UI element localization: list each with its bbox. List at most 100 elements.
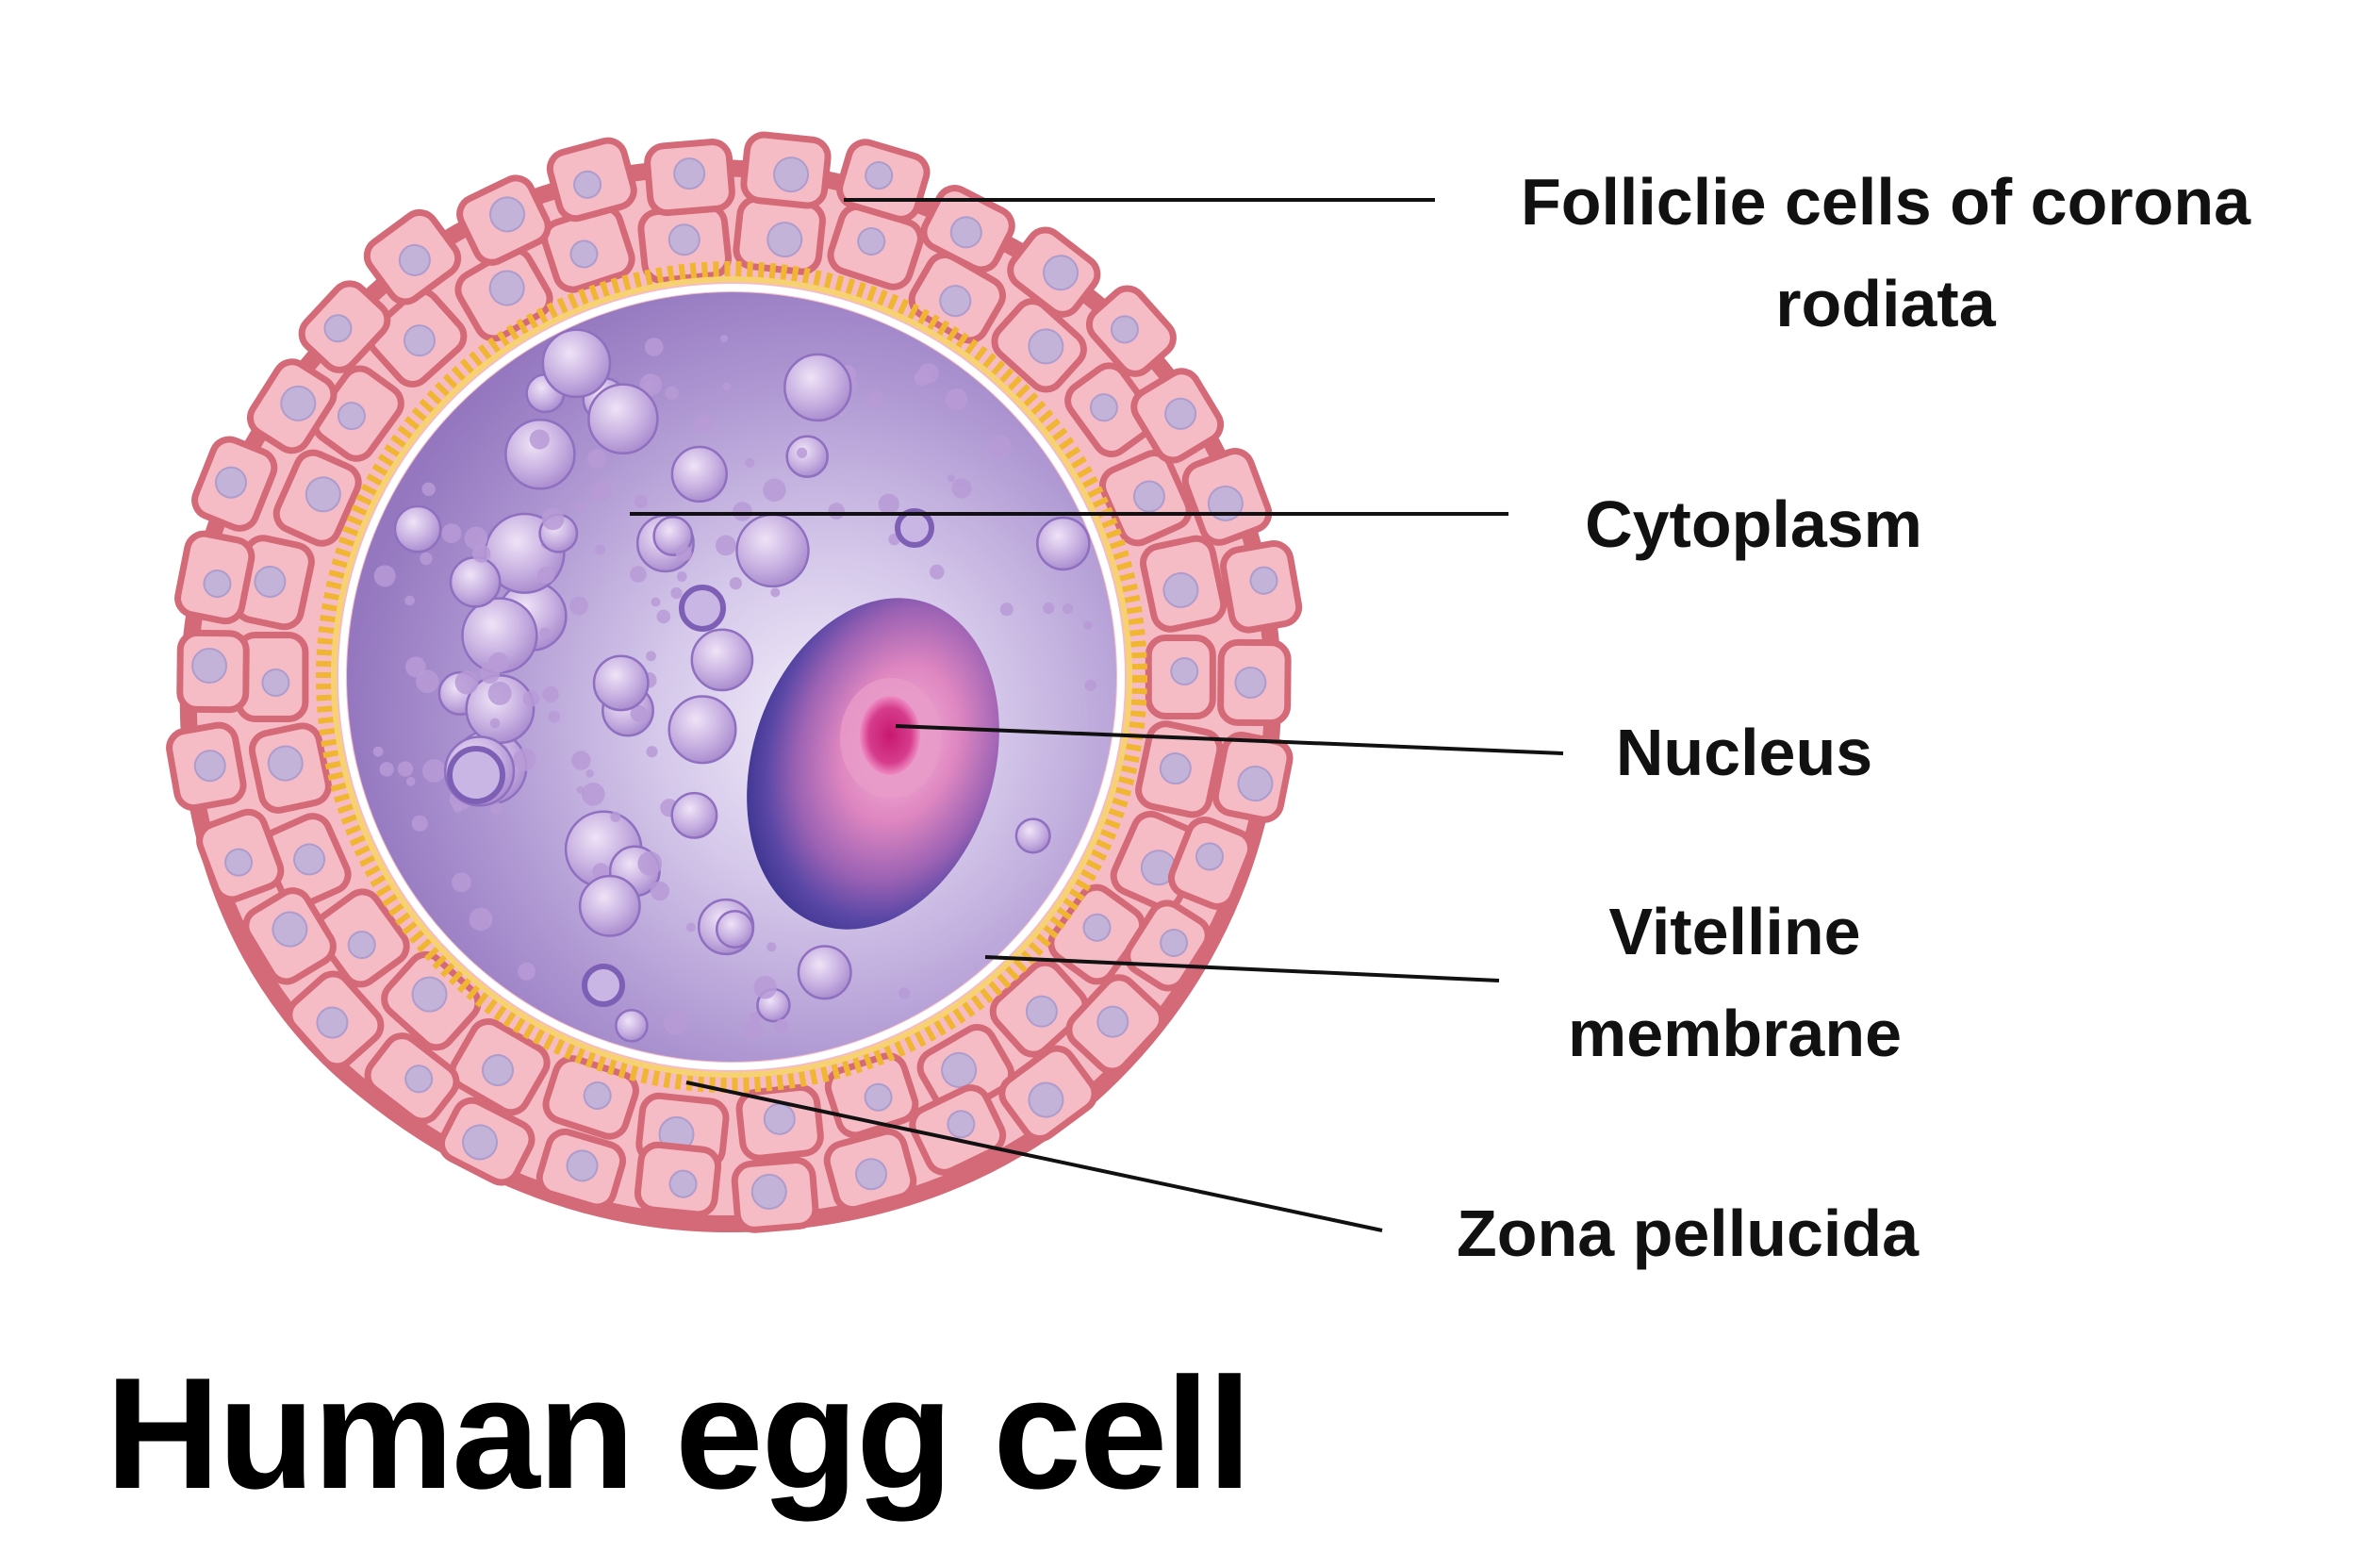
diagram-title: Human egg cell — [106, 1345, 1252, 1522]
vesicle — [518, 962, 536, 981]
vesicle — [742, 1019, 763, 1040]
vesicle — [489, 718, 501, 729]
vesicle — [453, 803, 463, 814]
label-vitelline-membrane: Vitelline membrane — [1471, 881, 1999, 1084]
vesicle — [670, 586, 683, 600]
follicle-cell-nucleus — [947, 1110, 976, 1139]
follicle-cell-nucleus — [280, 385, 317, 421]
follicle-cell — [989, 959, 1089, 1058]
zona-pellucida — [316, 261, 1147, 1093]
vesicle — [594, 544, 606, 555]
vesicle — [1063, 603, 1074, 615]
vesicle — [487, 681, 512, 705]
vesicle — [587, 383, 659, 455]
follicle-cell-nucleus — [1234, 666, 1267, 699]
vesicle — [656, 609, 671, 624]
vesicle — [420, 552, 433, 566]
follicle-cell-nucleus — [261, 668, 290, 697]
follicle-cell-nucleus — [1237, 766, 1274, 802]
follicle-cell — [644, 139, 735, 217]
follicle-cell-nucleus — [949, 216, 982, 249]
vesicle — [542, 685, 559, 703]
cytoplasm-vesicles — [372, 328, 1096, 1043]
follicle-cell — [916, 1024, 1015, 1117]
follicle-cell-nucleus — [1132, 480, 1165, 513]
vesicle — [694, 414, 713, 434]
follicle-cell — [176, 629, 250, 714]
vesicle — [646, 651, 656, 662]
vesicle — [504, 419, 576, 490]
follicle-cell — [1217, 638, 1292, 727]
vesicle — [797, 447, 808, 458]
vesicle — [930, 564, 945, 580]
follicle-cell-nucleus — [337, 402, 366, 431]
follicle-cell-nucleus — [293, 843, 326, 876]
vesicle — [951, 478, 972, 499]
follicle-cell-nucleus — [1162, 571, 1199, 608]
follicle-cell — [191, 436, 278, 532]
vesicle — [469, 907, 493, 932]
follicle-cell-nucleus — [1160, 928, 1189, 957]
follicle-cell-nucleus — [488, 270, 525, 306]
label-vitelline-line2: membrane — [1567, 997, 1903, 1070]
follicle-cell-nucleus — [482, 1054, 514, 1087]
ring-vesicle — [447, 746, 505, 804]
vesicle — [637, 850, 663, 876]
follicle-cell-nucleus — [1164, 397, 1197, 430]
follicle-cell-nucleus — [939, 285, 972, 318]
follicle-cell — [286, 970, 385, 1070]
follicle-cell-nucleus — [214, 466, 247, 499]
ring-vesicle — [679, 585, 726, 632]
follicle-cell-nucleus — [668, 223, 701, 256]
follicle-cell — [1211, 732, 1294, 823]
vesicle — [422, 759, 446, 783]
follicle-cell-nucleus — [489, 196, 526, 233]
vesicle — [945, 388, 968, 411]
follicle-cell-nucleus — [668, 1169, 698, 1198]
vesicle — [421, 482, 436, 496]
vesicle — [783, 353, 852, 422]
follicle-cell-nucleus — [272, 911, 308, 948]
vesicle — [686, 922, 696, 933]
follicle-cell — [242, 887, 337, 985]
vesicle — [630, 566, 647, 583]
vesicle — [670, 445, 728, 503]
vesicle — [541, 328, 612, 399]
follicle-cell-nucleus — [254, 565, 287, 598]
label-follicle-line1: Folliclie cells of corona — [1520, 165, 2251, 239]
vesicle — [644, 338, 664, 356]
follicle-cell — [235, 632, 309, 722]
vesicle — [650, 881, 670, 901]
vesicle — [587, 449, 607, 469]
follicle-cell-nucleus — [1207, 485, 1244, 521]
follicle-cell-nucleus — [404, 1065, 434, 1094]
vesicle — [878, 493, 899, 515]
vesicle — [1014, 817, 1051, 854]
follicle-cell — [313, 888, 410, 988]
vesicle — [715, 910, 754, 949]
vesicle — [441, 523, 462, 544]
vesicle — [664, 1010, 688, 1035]
follicle-cell — [449, 1018, 551, 1116]
vesicle — [539, 627, 552, 639]
label-follicle-line2: rodiata — [1775, 267, 1996, 340]
vesicle — [735, 513, 810, 588]
vesicle — [763, 478, 786, 503]
label-nucleus: Nucleus — [1615, 716, 1873, 789]
follicle-cell-nucleus — [1096, 1005, 1129, 1038]
follicle-cell — [823, 1128, 917, 1213]
follicle-cell-nucleus — [398, 243, 431, 276]
vesicle — [766, 942, 777, 952]
follicle-cell — [1135, 720, 1224, 818]
vesicle — [569, 596, 588, 616]
vesicle — [987, 434, 1012, 458]
vesicle — [393, 504, 442, 553]
leader-zona — [685, 1081, 1383, 1232]
follicle-cell — [246, 358, 338, 454]
vesicle — [581, 783, 605, 806]
vesicle — [452, 872, 471, 893]
follicle-cell-nucleus — [855, 1158, 888, 1191]
follicle-cell-nucleus — [1082, 913, 1112, 942]
vesicle — [729, 577, 743, 590]
label-vitelline-line1: Vitelline — [1608, 895, 1861, 968]
